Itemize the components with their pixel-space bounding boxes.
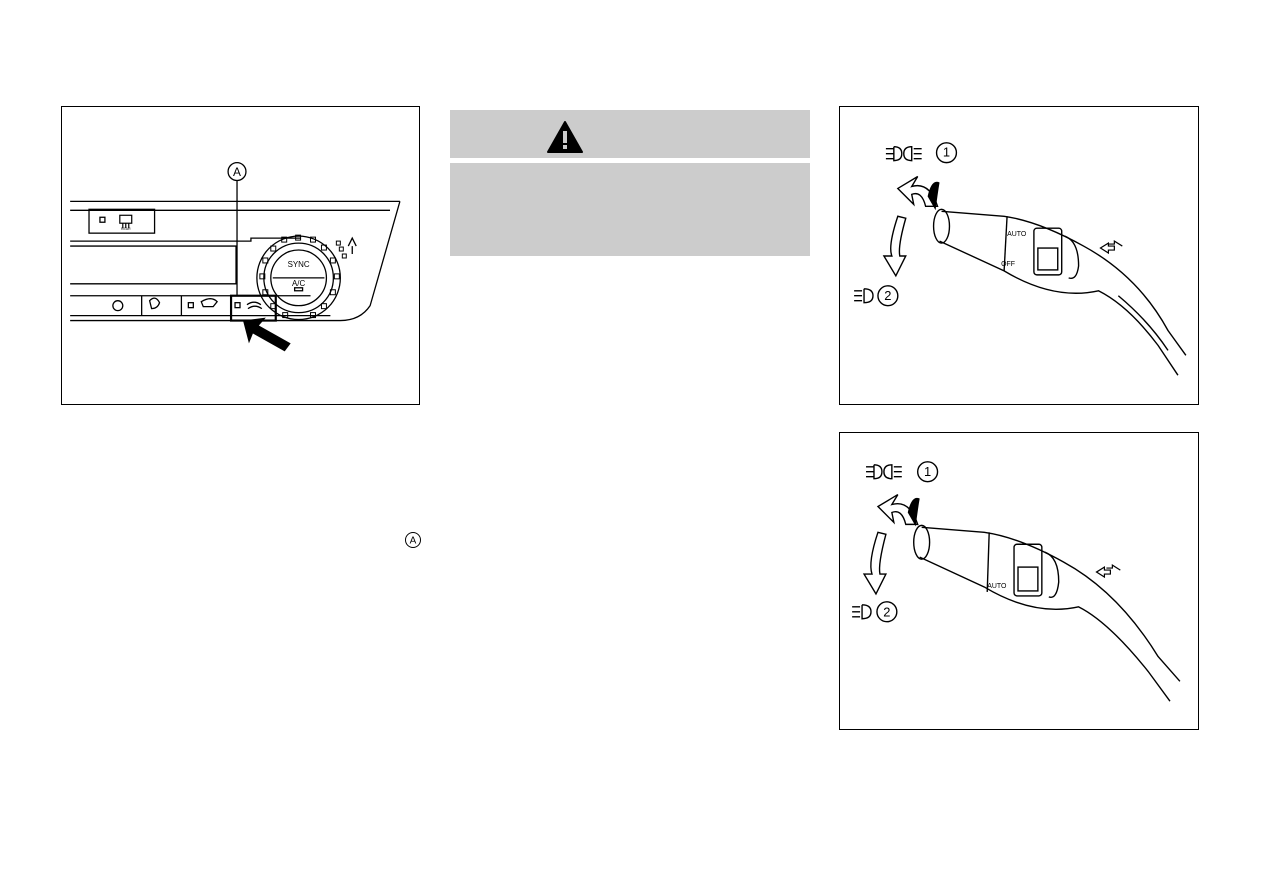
warning-body — [450, 163, 810, 256]
warning-triangle-icon — [547, 121, 583, 153]
auto-label: AUTO — [987, 583, 1007, 590]
callout-2-label: 2 — [883, 604, 890, 619]
turn-signal-icon — [1099, 240, 1123, 255]
callout-1-label: 1 — [924, 464, 931, 479]
rear-defroster-icon — [119, 214, 133, 229]
headlight-lever-figure-2: 1 2 AUTO — [839, 432, 1199, 730]
turn-signal-icon — [1095, 564, 1121, 579]
auto-label: AUTO — [1007, 231, 1027, 238]
press-arrow — [242, 317, 291, 352]
callout-1-label: 1 — [943, 145, 950, 160]
headlight-lever-illustration-1: 1 2 AUTO OFF — [854, 142, 1187, 376]
text-callout-a: A — [405, 532, 421, 548]
rear-label: REAR — [121, 227, 131, 231]
headlight-lever-illustration-2: 1 2 AUTO — [852, 461, 1181, 702]
headlight-lever-figure-1: 1 2 AUTO OFF — [839, 106, 1199, 405]
svg-text:A: A — [410, 536, 417, 547]
climate-panel-illustration: A SYNC A/C REAR — [70, 161, 401, 352]
climate-panel-figure: A SYNC A/C REAR — [61, 106, 420, 405]
warning-header — [450, 110, 810, 158]
ac-label: A/C — [292, 279, 305, 288]
callout-a-label: A — [233, 165, 241, 179]
callout-2-label: 2 — [884, 288, 891, 303]
off-label: OFF — [1001, 261, 1015, 268]
sync-label: SYNC — [288, 260, 310, 269]
